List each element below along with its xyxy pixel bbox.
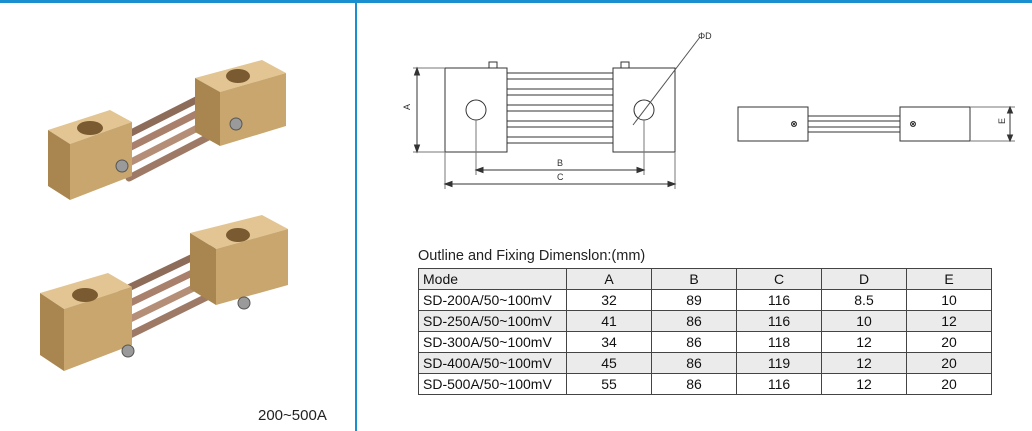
terminal-block-left xyxy=(48,110,132,200)
cell-a: 32 xyxy=(566,289,652,311)
header-c: C xyxy=(736,268,822,290)
cell-mode: SD-250A/50~100mV xyxy=(418,310,567,332)
header-mode: Mode xyxy=(418,268,567,290)
side-terminal-left xyxy=(737,106,809,142)
dimension-table: Mode A B C D E SD-200A/50~100mV 32 89 11… xyxy=(418,268,992,395)
dim-label-d: ΦD xyxy=(698,31,712,41)
cell-e: 20 xyxy=(906,352,992,374)
cell-mode: SD-400A/50~100mV xyxy=(418,352,567,374)
cell-b: 86 xyxy=(651,352,737,374)
cell-mode: SD-300A/50~100mV xyxy=(418,331,567,353)
cell-d: 10 xyxy=(821,310,907,332)
table-row: SD-400A/50~100mV 45 86 119 12 20 xyxy=(418,352,992,374)
cell-e: 20 xyxy=(906,331,992,353)
terminal-block-right xyxy=(190,215,288,310)
cell-a: 41 xyxy=(566,310,652,332)
shunt-photo-bottom xyxy=(40,215,288,371)
front-rods xyxy=(507,72,613,144)
cell-d: 12 xyxy=(821,373,907,395)
table-row: SD-500A/50~100mV 55 86 116 12 20 xyxy=(418,373,992,395)
cell-b: 89 xyxy=(651,289,737,311)
dim-label-e: E xyxy=(997,118,1007,124)
terminal-block-left xyxy=(40,273,135,371)
cell-mode: SD-500A/50~100mV xyxy=(418,373,567,395)
dim-label-a: A xyxy=(402,104,412,110)
header-b: B xyxy=(651,268,737,290)
current-range-label: 200~500A xyxy=(258,407,327,424)
cell-c: 116 xyxy=(736,373,822,395)
cell-a: 34 xyxy=(566,331,652,353)
cell-d: 12 xyxy=(821,331,907,353)
shunt-photo-top xyxy=(48,60,286,200)
panel-divider xyxy=(355,0,357,431)
header-a: A xyxy=(566,268,652,290)
dim-label-c: C xyxy=(557,172,564,182)
side-terminal-right xyxy=(899,106,971,142)
cell-e: 12 xyxy=(906,310,992,332)
header-e: E xyxy=(906,268,992,290)
header-d: D xyxy=(821,268,907,290)
cell-c: 119 xyxy=(736,352,822,374)
cell-a: 45 xyxy=(566,352,652,374)
cell-e: 10 xyxy=(906,289,992,311)
table-row: SD-200A/50~100mV 32 89 116 8.5 10 xyxy=(418,289,992,311)
table-row: SD-300A/50~100mV 34 86 118 12 20 xyxy=(418,331,992,353)
cell-c: 116 xyxy=(736,310,822,332)
product-photo-panel: 200~500A xyxy=(0,3,355,431)
cell-c: 116 xyxy=(736,289,822,311)
cell-a: 55 xyxy=(566,373,652,395)
cell-b: 86 xyxy=(651,331,737,353)
terminal-block-right xyxy=(195,60,286,146)
side-screw-left-icon xyxy=(791,121,797,127)
cell-d: 12 xyxy=(821,352,907,374)
table-header-row: Mode A B C D E xyxy=(418,268,992,290)
mounting-hole-left xyxy=(465,99,487,121)
top-accent-line xyxy=(0,0,1032,3)
cell-mode: SD-200A/50~100mV xyxy=(418,289,567,311)
cell-b: 86 xyxy=(651,310,737,332)
cell-c: 118 xyxy=(736,331,822,353)
front-outline-drawing: A B C ΦD xyxy=(402,31,712,189)
dim-label-b: B xyxy=(557,158,563,168)
side-outline-drawing: E xyxy=(737,105,1015,143)
side-screw-right-icon xyxy=(910,121,916,127)
table-row: SD-250A/50~100mV 41 86 116 10 12 xyxy=(418,310,992,332)
cell-d: 8.5 xyxy=(821,289,907,311)
cell-e: 20 xyxy=(906,373,992,395)
cell-b: 86 xyxy=(651,373,737,395)
table-title: Outline and Fixing Dimenslon:(mm) xyxy=(418,248,646,264)
